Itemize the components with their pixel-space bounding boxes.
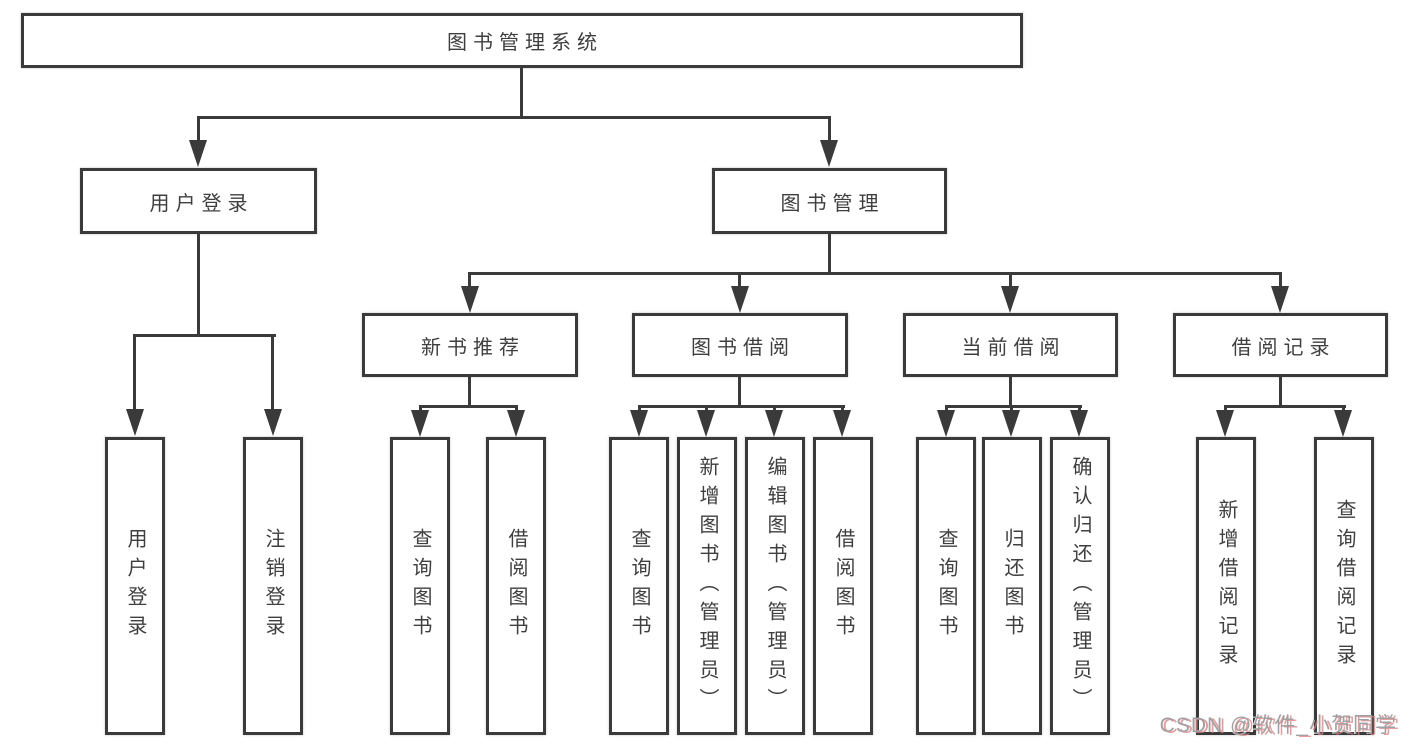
leaf-label: 借阅图书 xyxy=(505,528,527,644)
connector-line xyxy=(520,67,523,118)
connector-line xyxy=(419,405,422,413)
leaf-label: 查询图书 xyxy=(628,528,650,644)
leaf-query-borrow-record: 查询借阅记录 xyxy=(1314,437,1374,735)
leaf-confirm-return-admin: 确认归还（管理员） xyxy=(1050,437,1110,735)
connector-line xyxy=(945,405,948,413)
connector-line xyxy=(738,376,741,407)
connector-line xyxy=(197,116,831,119)
arrow-down-icon xyxy=(1334,410,1352,437)
arrow-down-icon xyxy=(833,410,851,437)
node-book-borrowing: 图书借阅 xyxy=(632,313,848,377)
node-borrowing-records: 借阅记录 xyxy=(1173,313,1388,377)
connector-line xyxy=(638,405,845,408)
leaf-label: 新增借阅记录 xyxy=(1215,499,1237,673)
arrow-down-icon xyxy=(126,409,144,436)
arrow-down-icon xyxy=(697,410,715,437)
connector-line xyxy=(841,405,844,413)
leaf-label: 归还图书 xyxy=(1001,528,1023,644)
arrow-down-icon xyxy=(1070,410,1088,437)
connector-line xyxy=(945,405,1082,408)
csdn-watermark: CSDN @软件_小贺同学 xyxy=(1159,714,1397,737)
connector-line xyxy=(1078,405,1081,413)
connector-line xyxy=(705,405,708,413)
leaf-borrow-books-recommend: 借阅图书 xyxy=(486,437,546,735)
arrow-down-icon xyxy=(937,410,955,437)
leaf-add-borrow-record: 新增借阅记录 xyxy=(1196,437,1256,735)
node-user-login: 用户登录 xyxy=(80,168,317,234)
leaf-query-books-borrow: 查询图书 xyxy=(609,437,669,735)
leaf-label: 借阅图书 xyxy=(832,528,854,644)
arrow-down-icon xyxy=(630,410,648,437)
arrow-down-icon xyxy=(731,286,749,313)
connector-line xyxy=(1224,405,1227,413)
leaf-label: 新增图书（管理员） xyxy=(696,455,718,717)
arrow-down-icon xyxy=(264,409,282,436)
connector-line xyxy=(197,233,200,336)
leaf-query-books-current: 查询图书 xyxy=(916,437,976,735)
leaf-query-books-recommend: 查询图书 xyxy=(390,437,450,735)
arrow-down-icon xyxy=(507,410,525,437)
leaf-label: 注销登录 xyxy=(262,528,284,644)
leaf-return-books: 归还图书 xyxy=(982,437,1042,735)
arrow-down-icon xyxy=(1001,286,1019,313)
connector-line xyxy=(469,272,1282,275)
leaf-label: 查询借阅记录 xyxy=(1333,499,1355,673)
node-current-borrowing: 当前借阅 xyxy=(903,313,1118,377)
arrow-down-icon xyxy=(411,410,429,437)
connector-line xyxy=(638,405,641,413)
connector-line xyxy=(197,116,200,141)
connector-line xyxy=(1010,405,1013,413)
leaf-label: 查询图书 xyxy=(935,528,957,644)
arrow-down-icon xyxy=(189,140,207,167)
connector-line xyxy=(271,334,274,410)
connector-line xyxy=(133,334,276,337)
connector-line xyxy=(419,405,518,408)
leaf-user-login: 用户登录 xyxy=(105,437,165,735)
arrow-down-icon xyxy=(1002,410,1020,437)
connector-line xyxy=(773,405,776,413)
leaf-borrow-books: 借阅图书 xyxy=(813,437,873,735)
connector-line xyxy=(738,272,741,287)
connector-line xyxy=(1342,405,1345,413)
arrow-down-icon xyxy=(765,410,783,437)
connector-line xyxy=(1009,376,1012,407)
connector-line xyxy=(468,272,471,287)
arrow-down-icon xyxy=(1271,286,1289,313)
arrow-down-icon xyxy=(820,140,838,167)
connector-line xyxy=(1224,405,1346,408)
leaf-label: 编辑图书（管理员） xyxy=(764,455,786,717)
connector-line xyxy=(515,405,518,413)
leaf-add-books-admin: 新增图书（管理员） xyxy=(677,437,737,735)
connector-line xyxy=(468,376,471,407)
arrow-down-icon xyxy=(461,286,479,313)
node-new-book-recommend: 新书推荐 xyxy=(362,313,578,377)
connector-line xyxy=(1279,272,1282,287)
connector-line xyxy=(1009,272,1012,287)
leaf-edit-books-admin: 编辑图书（管理员） xyxy=(745,437,805,735)
leaf-logout: 注销登录 xyxy=(243,437,303,735)
leaf-label: 用户登录 xyxy=(124,528,146,644)
connector-line xyxy=(828,232,831,274)
leaf-label: 查询图书 xyxy=(409,528,431,644)
leaf-label: 确认归还（管理员） xyxy=(1069,455,1091,717)
connector-line xyxy=(1279,376,1282,407)
connector-line xyxy=(828,116,831,141)
node-book-management: 图书管理 xyxy=(712,168,947,234)
arrow-down-icon xyxy=(1216,410,1234,437)
connector-line xyxy=(133,334,136,410)
node-root-library-system: 图书管理系统 xyxy=(21,13,1023,68)
